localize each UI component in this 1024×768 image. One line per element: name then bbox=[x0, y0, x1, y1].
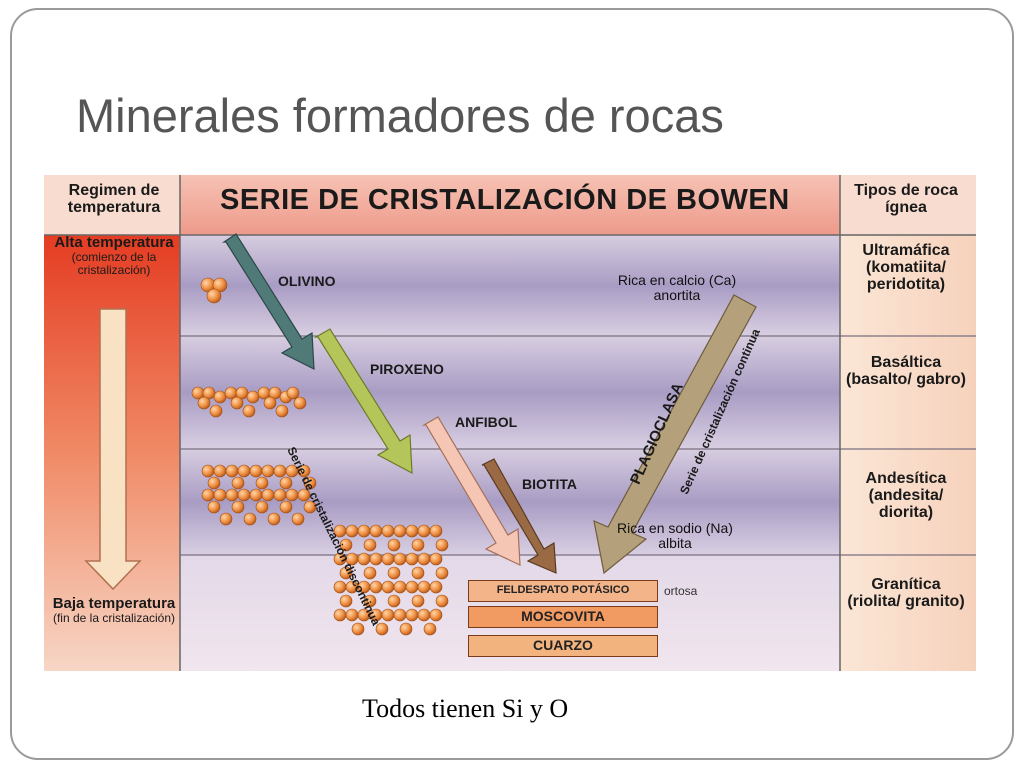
arrow-anfibol bbox=[421, 416, 521, 566]
atoms-piroxeno bbox=[191, 386, 307, 418]
mineral-biotita: BIOTITA bbox=[522, 476, 577, 492]
final-mineral-cuarzo: CUARZO bbox=[468, 635, 658, 657]
header-rock-types: Tipos de roca ígnea bbox=[854, 182, 958, 216]
rock-type-examples: (andesita/ diorita) bbox=[868, 486, 944, 521]
header-bowen-series: SERIE DE CRISTALIZACIÓN DE BOWEN bbox=[220, 184, 790, 216]
final-mineral-feldespato: FELDESPATO POTÁSICO bbox=[468, 580, 658, 602]
mineral-olivino: OLIVINO bbox=[278, 273, 336, 289]
mineral-anfibol: ANFIBOL bbox=[455, 414, 518, 430]
atoms-biotita bbox=[333, 524, 449, 636]
rock-type-column bbox=[840, 235, 976, 671]
rock-type-name: Granítica bbox=[871, 576, 941, 593]
diagram-graphics bbox=[44, 175, 976, 671]
arrow-olivino bbox=[222, 233, 315, 370]
rock-type-examples: (riolita/ granito) bbox=[847, 592, 965, 610]
final-mineral-moscovita: MOSCOVITA bbox=[468, 606, 658, 628]
high-temperature-label: Alta temperatura (comienzo de la cristal… bbox=[50, 235, 178, 277]
calcium-rich-label: Rica en calcio (Ca) anortita bbox=[617, 272, 737, 303]
atoms-anfibol bbox=[201, 464, 317, 526]
high-temperature-sub: (comienzo de la cristalización) bbox=[71, 249, 157, 277]
rock-type-ultramafic: Ultramáfica (komatiita/ peridotita) bbox=[840, 242, 972, 293]
sodium-rich-label: Rica en sodio (Na) albita bbox=[617, 520, 733, 551]
rock-type-andesitic: Andesítica (andesita/ diorita) bbox=[840, 470, 972, 521]
rock-type-granitic: Granítica (riolita/ granito) bbox=[840, 576, 972, 611]
rock-type-name: Andesítica bbox=[865, 470, 947, 487]
header-left-cell bbox=[44, 175, 180, 235]
slide-caption: Todos tienen Si y O bbox=[362, 694, 569, 723]
header-band bbox=[180, 175, 840, 235]
slide-title: Minerales formadores de rocas bbox=[76, 89, 724, 142]
rock-type-basaltic: Basáltica (basalto/ gabro) bbox=[840, 354, 972, 389]
mineral-piroxeno: PIROXENO bbox=[370, 361, 444, 377]
low-temperature-title: Baja temperatura bbox=[52, 595, 176, 612]
arrow-piroxeno bbox=[313, 328, 413, 475]
rock-type-name: Basáltica bbox=[870, 354, 942, 371]
arrow-plagioclasa bbox=[593, 294, 757, 575]
ortosa-label: ortosa bbox=[664, 584, 698, 598]
header-temperature-regime: Regimen de temperatura bbox=[67, 182, 161, 216]
low-temperature-label: Baja temperatura (fin de la cristalizaci… bbox=[50, 596, 178, 625]
rock-type-name: Ultramáfica bbox=[862, 242, 950, 259]
high-temperature-title: Alta temperatura bbox=[54, 234, 174, 251]
header-right-cell bbox=[840, 175, 976, 235]
rock-type-examples: (basalto/ gabro) bbox=[845, 370, 966, 388]
temperature-arrow bbox=[84, 308, 142, 591]
atoms-olivino bbox=[200, 277, 228, 304]
arrow-biotita bbox=[481, 458, 557, 574]
rock-type-examples: (komatiita/ peridotita) bbox=[865, 258, 946, 293]
bowen-series-diagram: Regimen de temperatura SERIE DE CRISTALI… bbox=[44, 175, 976, 671]
low-temperature-sub: (fin de la cristalización) bbox=[52, 610, 176, 625]
